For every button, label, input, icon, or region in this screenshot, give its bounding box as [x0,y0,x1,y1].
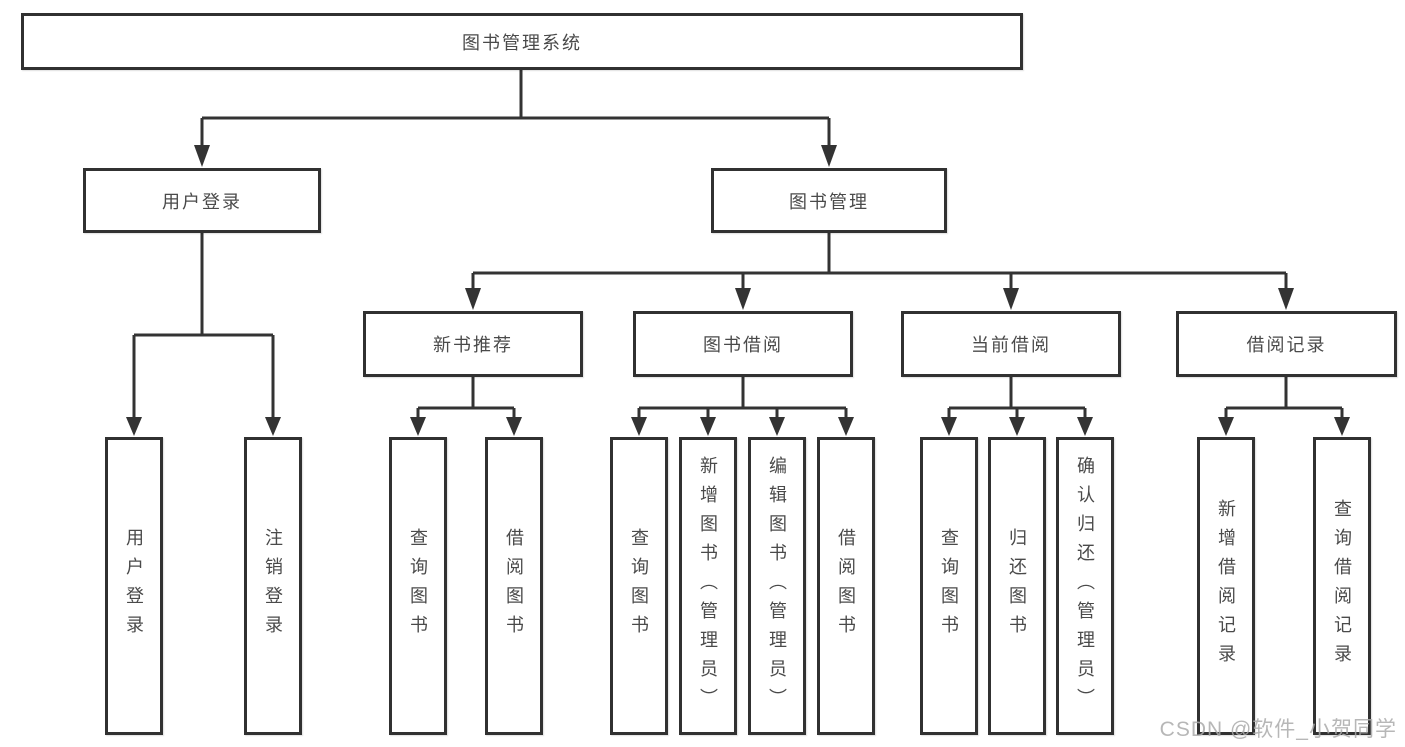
leaf-borrow-books-recommend: 借阅图书 [485,437,543,735]
leaf-confirm-return-admin: 确认归还（管理员） [1056,437,1114,735]
leaf-return-books: 归还图书 [988,437,1046,735]
arrowheads [126,145,1350,436]
csdn-watermark: CSDN @软件_小贺同学 [1159,718,1397,741]
leaf-edit-books-admin: 编辑图书（管理员） [748,437,806,735]
node-user-login: 用户登录 [83,168,321,233]
leaf-user-login: 用户登录 [105,437,163,735]
leaf-query-books-recommend: 查询图书 [389,437,447,735]
node-root-library-system: 图书管理系统 [21,13,1023,70]
leaf-borrow-books: 借阅图书 [817,437,875,735]
node-new-book-recommend: 新书推荐 [363,311,583,377]
leaf-query-books-borrow: 查询图书 [610,437,668,735]
leaf-add-borrow-record: 新增借阅记录 [1197,437,1255,735]
node-borrow-records: 借阅记录 [1176,311,1397,377]
node-book-borrow: 图书借阅 [633,311,853,377]
leaf-query-books-current: 查询图书 [920,437,978,735]
leaf-query-borrow-record: 查询借阅记录 [1313,437,1371,735]
node-book-management: 图书管理 [711,168,947,233]
leaf-add-books-admin: 新增图书（管理员） [679,437,737,735]
leaf-logout: 注销登录 [244,437,302,735]
node-current-borrow: 当前借阅 [901,311,1121,377]
